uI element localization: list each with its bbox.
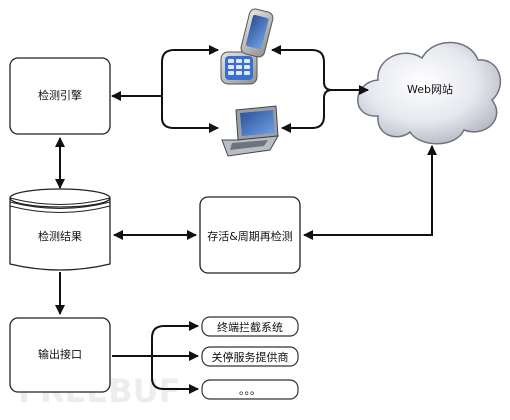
target-shutdown-provider: 关停服务提供商 (201, 346, 299, 367)
target-terminal-block-system: 终端拦截系统 (201, 316, 299, 337)
target-label: 。。。 (239, 384, 261, 397)
detection-engine-node: 检测引擎 (9, 57, 111, 135)
recheck-node: 存活&周期再检测 (199, 196, 301, 274)
detection-results-label: 检测结果 (38, 229, 82, 243)
output-interface-label: 输出接口 (38, 347, 82, 361)
target-more: 。。。 (201, 379, 299, 400)
detection-engine-label: 检测引擎 (38, 88, 82, 102)
website-label: Web网站 (407, 82, 453, 96)
recheck-label: 存活&周期再检测 (207, 229, 293, 243)
laptop-icon (221, 105, 279, 157)
mobile-phone-icon (220, 8, 274, 85)
target-label: 关停服务提供商 (212, 350, 289, 364)
target-label: 终端拦截系统 (217, 320, 283, 334)
output-interface-node: 输出接口 (9, 317, 111, 393)
detection-results-node: 检测结果 (9, 188, 111, 271)
cloud-icon: Web网站 (357, 41, 502, 145)
